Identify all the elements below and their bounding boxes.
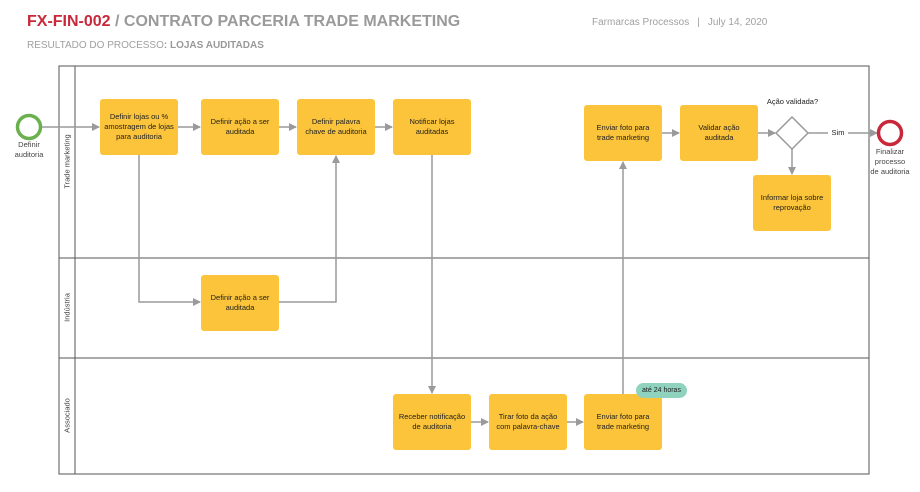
pool — [58, 65, 870, 475]
subtitle-prefix: RESULTADO DO PROCESSO — [27, 40, 164, 51]
organization: Farmarcas Processos — [592, 17, 690, 28]
task-industria-definir-acao[interactable]: Definir ação a ser auditada — [201, 275, 279, 331]
page-subtitle: RESULTADO DO PROCESSO: LOJAS AUDITADAS — [27, 40, 264, 51]
task-definir-lojas[interactable]: Definir lojas ou % amostragem de lojas p… — [100, 99, 178, 155]
lane-associado: Associado — [62, 398, 72, 433]
task-notificar-lojas[interactable]: Notificar lojas auditadas — [393, 99, 471, 155]
task-validar-acao[interactable]: Validar ação auditada — [680, 105, 758, 161]
task-definir-acao[interactable]: Definir ação a ser auditada — [201, 99, 279, 155]
process-code: FX-FIN-002 — [27, 13, 111, 30]
gateway-question: Ação validada? — [766, 97, 819, 106]
end-event[interactable] — [876, 119, 904, 147]
end-event-label: Finalizar processo de auditoria — [870, 147, 910, 176]
task-associado-enviar-foto[interactable]: Enviar foto para trade marketing — [584, 394, 662, 450]
task-tirar-foto[interactable]: Tirar foto da ação com palavra-chave — [489, 394, 567, 450]
time-badge: até 24 horas — [636, 383, 687, 398]
gateway-diamond[interactable] — [774, 115, 810, 151]
start-event[interactable] — [15, 113, 43, 141]
date: July 14, 2020 — [707, 17, 768, 28]
page-title: FX-FIN-002 / CONTRATO PARCERIA TRADE MAR… — [27, 13, 460, 31]
task-informar-reprovacao[interactable]: Informar loja sobre reprovação — [753, 175, 831, 231]
start-event-label: Definir auditoria — [14, 140, 44, 159]
process-title: / CONTRATO PARCERIA TRADE MARKETING — [110, 13, 461, 30]
subtitle-value: : LOJAS AUDITADAS — [163, 40, 264, 51]
gateway-yes-label: Sim — [831, 128, 845, 137]
separator: | — [697, 17, 700, 28]
lane-trade-marketing: Trade marketing — [62, 134, 72, 189]
connectors — [41, 123, 878, 426]
lane-industria: Indústria — [62, 293, 72, 322]
task-enviar-foto-tm[interactable]: Enviar foto para trade marketing — [584, 105, 662, 161]
document-meta: Farmarcas Processos | July 14, 2020 — [592, 17, 767, 28]
task-definir-palavra-chave[interactable]: Definir palavra chave de auditoria — [297, 99, 375, 155]
task-receber-notificacao[interactable]: Receber notificação de auditoria — [393, 394, 471, 450]
